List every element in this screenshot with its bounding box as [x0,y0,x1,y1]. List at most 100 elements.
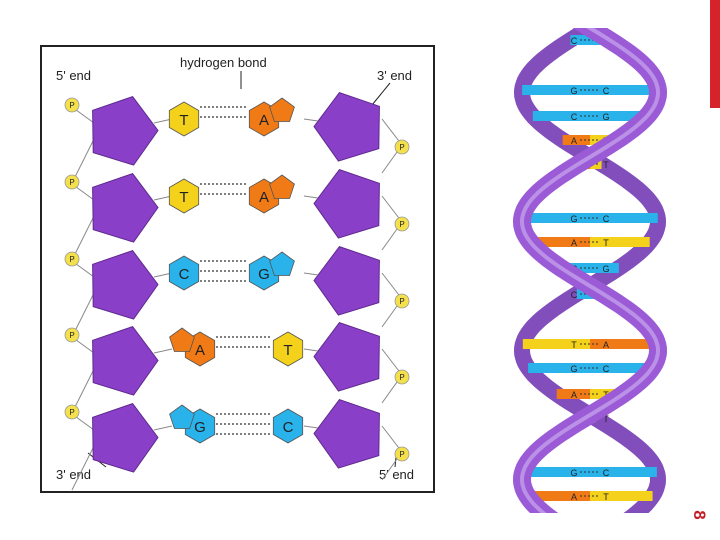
base-letter: T [283,342,292,359]
base-letter: T [179,112,188,129]
base-t: T [272,331,304,367]
left-sugar-pentagon [92,326,159,396]
base-pair-row: P P G C [64,399,410,491]
phosphate-right: P [394,446,410,462]
base-letter: C [283,419,294,436]
left-sugar-pentagon [92,250,159,320]
base-hexagon [168,101,200,137]
helix-rung-left [522,213,590,223]
helix-rung-right [590,389,624,399]
phosphate-circle [64,174,80,190]
helix-rung-right [590,263,619,273]
helix-base-letter: G [602,264,609,274]
right-sugar-pentagon [313,169,380,239]
helix-front-strand [512,28,668,513]
hydrogen-bond-label: hydrogen bond [180,55,267,70]
base-hexagon [272,408,304,444]
glycosidic-bond [153,348,173,354]
base-a: A [248,174,295,214]
helix-base-letter: T [603,160,609,170]
right-sugar-pentagon [313,92,380,162]
phosphate-circle [394,216,410,232]
right-sugar-pentagon [313,322,380,392]
helix-rung-right [590,363,652,373]
phosphate-circle [394,369,410,385]
phosphate-circle [64,97,80,113]
glycosidic-bond [303,272,319,276]
top-right-end-pointer [371,82,391,106]
helix-rung-right [590,111,648,121]
helix-base-letter: G [570,364,577,374]
base-letter: A [195,342,205,359]
base-letter: C [179,266,190,283]
helix-base-letter: A [571,136,577,146]
top-right-end-label: 3' end [377,68,412,83]
phosphate-left: P [64,97,80,113]
phosphate-circle [64,251,80,267]
phosphate-circle [394,293,410,309]
helix-rung-left [528,363,590,373]
base-c: C [272,408,304,444]
base-g: G [248,251,295,291]
phosphate-left: P [64,174,80,190]
phosphate-circle [64,404,80,420]
left-sugar-pentagon [92,173,159,243]
helix-rung-left [522,339,590,349]
base-c: C [168,255,200,291]
helix-base-letter: C [571,36,578,46]
base-hexagon [168,255,200,291]
helix-rung-left [532,111,590,121]
helix-base-letter: C [603,86,610,96]
phosphate-circle [394,139,410,155]
glycosidic-bond [153,425,173,431]
helix-base-letter: A [571,492,577,502]
glycosidic-bond [303,118,319,122]
base-pentagon [269,174,295,199]
phosphate-right: P [394,293,410,309]
helix-base-letter: A [571,390,577,400]
helix-rung-left [576,289,590,299]
base-letter: A [259,112,269,129]
phosphate-label: P [69,101,74,110]
helix-base-letter: C [603,468,610,478]
dna-ladder-diagram: 5' end 3' end hydrogen bond 3' end 5' en… [40,45,435,493]
phosphate-left: P [64,404,80,420]
right-sugar-pentagon [313,399,380,469]
helix-base-letter: T [603,492,609,502]
bottom-right-end-label: 5' end [379,467,414,482]
helix-strand-highlight [519,28,661,513]
glycosidic-bond [303,348,319,352]
base-letter: T [179,189,188,206]
base-pentagon [169,404,195,429]
base-pair-row: P P T A [64,92,410,184]
base-a: A [169,327,216,367]
backbone-link [71,445,95,491]
helix-rung-left [522,85,590,95]
base-letter: G [194,419,206,436]
helix-rung-right [590,85,658,95]
base-t: T [168,101,200,137]
helix-base-letter: T [571,340,577,350]
helix-rung-right [590,237,650,247]
slide-number: 8 [690,510,709,520]
helix-base-letter: A [571,238,577,248]
helix-rung-left [523,467,590,477]
helix-base-letter: T [603,238,609,248]
base-pentagon [169,327,195,352]
phosphate-label: P [69,178,74,187]
phosphate-right: P [394,139,410,155]
phosphate-label: P [399,143,404,152]
bottom-left-end-label: 3' end [56,467,91,482]
